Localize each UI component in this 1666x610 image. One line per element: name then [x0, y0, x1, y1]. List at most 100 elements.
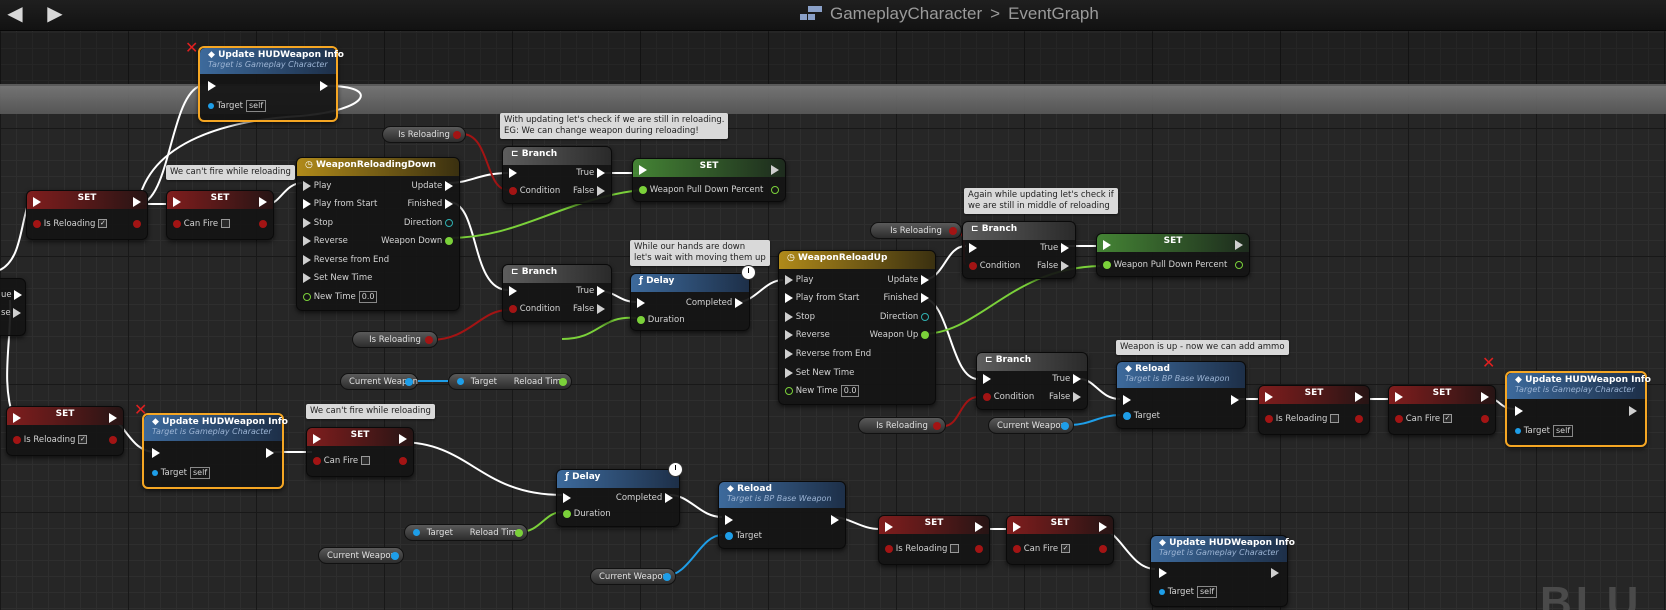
new-time-value[interactable]: 0.0 — [840, 385, 860, 397]
reload-node-2[interactable]: ◆ Reload Target is BP Base Weapon Target — [718, 481, 846, 549]
get-current-weapon-3[interactable]: Current Weapon — [318, 547, 404, 564]
exec-in[interactable] — [563, 491, 571, 505]
timeline-weapon-reload-up[interactable]: ◷ WeaponReloadUp Play Play from Start St… — [778, 250, 936, 405]
set-weapon-pull-down-1[interactable]: SET Weapon Pull Down Percent — [632, 158, 786, 202]
set-new-time-pin[interactable]: Set New Time — [785, 366, 854, 380]
reverse-from-end-pin[interactable]: Reverse from End — [785, 347, 871, 361]
exec-out[interactable] — [399, 432, 407, 446]
branch-node-1[interactable]: ⊏ Branch Condition True False — [502, 146, 612, 204]
exec-in[interactable] — [173, 195, 181, 209]
exec-out[interactable] — [975, 520, 983, 534]
set-can-fire-node-4[interactable]: SET Can Fire✓ — [1006, 515, 1114, 565]
back-arrow-icon[interactable]: ◀ — [7, 1, 23, 25]
get-is-reloading-4[interactable]: Is Reloading — [858, 417, 946, 434]
stop-pin[interactable]: Stop — [785, 310, 815, 324]
weapon-pull-down-pin[interactable]: Weapon Pull Down Percent — [1103, 258, 1227, 272]
exec-out[interactable] — [109, 411, 117, 425]
breadcrumb-blueprint[interactable]: GameplayCharacter — [830, 4, 983, 23]
exec-in[interactable] — [152, 446, 160, 460]
false-pin[interactable]: False — [1049, 390, 1081, 404]
exec-in[interactable] — [208, 79, 216, 93]
checkbox[interactable]: ✓ — [78, 435, 88, 444]
exec-in[interactable] — [1123, 393, 1131, 407]
can-fire-pin[interactable]: Can Fire✓ — [1013, 542, 1071, 556]
exec-out[interactable] — [1629, 404, 1637, 418]
exec-out[interactable] — [1235, 238, 1243, 252]
checkbox[interactable]: ✓ — [1443, 414, 1453, 423]
partial-branch-node[interactable]: ue se — [0, 278, 26, 336]
condition-pin[interactable]: Condition — [509, 302, 560, 316]
delay-node-2[interactable]: ƒ Delay Completed Duration — [556, 469, 680, 527]
self-value[interactable]: self — [190, 467, 211, 479]
exec-in[interactable] — [1013, 520, 1021, 534]
reload-node-1[interactable]: ◆ Reload Target is BP Base Weapon Target — [1116, 361, 1246, 429]
checkbox[interactable] — [950, 544, 960, 553]
finished-pin[interactable]: Finished — [883, 291, 929, 305]
set-can-fire-node-1[interactable]: SET Can Fire — [166, 190, 274, 240]
get-current-weapon-4[interactable]: Current Weapon — [590, 568, 676, 585]
set-is-reloading-node-1[interactable]: SET Is Reloading✓ — [26, 190, 148, 240]
weapon-down-pin[interactable]: Weapon Down — [381, 234, 453, 248]
exec-out[interactable] — [133, 195, 141, 209]
true-pin[interactable]: True — [1052, 372, 1081, 386]
can-fire-pin[interactable]: Can Fire — [173, 217, 231, 231]
false-pin[interactable]: False — [573, 184, 605, 198]
is-reloading-pin[interactable]: Is Reloading — [885, 542, 960, 556]
exec-in[interactable] — [725, 513, 733, 527]
comment-cant-fire-1[interactable]: We can't fire while reloading — [166, 165, 295, 180]
finished-pin[interactable]: Finished — [407, 197, 453, 211]
float-out[interactable] — [771, 183, 779, 197]
play-pin[interactable]: Play — [785, 273, 813, 287]
bool-out[interactable] — [109, 433, 117, 447]
stop-pin[interactable]: Stop — [303, 216, 333, 230]
exec-in[interactable] — [1395, 390, 1403, 404]
true-pin[interactable]: True — [576, 284, 605, 298]
play-from-start-pin[interactable]: Play from Start — [785, 291, 859, 305]
checkbox[interactable] — [1330, 414, 1340, 423]
exec-out[interactable] — [1231, 393, 1239, 407]
bool-out[interactable] — [399, 454, 407, 468]
is-reloading-pin[interactable]: Is Reloading✓ — [13, 433, 88, 447]
get-is-reloading-3[interactable]: Is Reloading — [870, 222, 962, 239]
reverse-pin[interactable]: Reverse — [785, 328, 830, 342]
false-pin[interactable]: False — [573, 302, 605, 316]
condition-pin[interactable]: Condition — [969, 259, 1020, 273]
exec-in[interactable] — [33, 195, 41, 209]
branch-node-3[interactable]: ⊏ Branch Condition True False — [962, 221, 1076, 279]
weapon-up-pin[interactable]: Weapon Up — [870, 328, 929, 342]
can-fire-pin[interactable]: Can Fire — [313, 454, 371, 468]
forward-arrow-icon[interactable]: ▶ — [47, 1, 63, 25]
checkbox[interactable] — [361, 456, 371, 465]
comment-weapon-up[interactable]: Weapon is up - now we can add ammo — [1116, 340, 1289, 355]
self-value[interactable]: self — [246, 100, 267, 112]
exec-out[interactable] — [266, 446, 274, 460]
exec-in[interactable] — [983, 372, 991, 386]
set-new-time-pin[interactable]: Set New Time — [303, 271, 372, 285]
bool-out[interactable] — [133, 217, 141, 231]
exec-pin-icon[interactable] — [14, 289, 23, 300]
update-pin[interactable]: Update — [888, 273, 929, 287]
bool-out[interactable] — [975, 542, 983, 556]
exec-out[interactable] — [771, 163, 779, 177]
self-value[interactable]: self — [1553, 425, 1574, 437]
update-hud-node-bottom[interactable]: ◆ Update HUDWeapon Info Target is Gamepl… — [1150, 535, 1295, 607]
direction-pin[interactable]: Direction — [404, 216, 453, 230]
exec-pin-icon[interactable] — [13, 307, 22, 318]
bool-out[interactable] — [259, 217, 267, 231]
branch-node-2[interactable]: ⊏ Branch Condition True False — [502, 264, 612, 322]
set-is-reloading-node-2[interactable]: SET Is Reloading — [1258, 385, 1370, 435]
is-reloading-pin[interactable]: Is Reloading — [1265, 412, 1340, 426]
exec-in[interactable] — [13, 411, 21, 425]
comment-hands-down[interactable]: While our hands are down let's wait with… — [630, 240, 770, 266]
new-time-value[interactable]: 0.0 — [358, 291, 378, 303]
exec-in[interactable] — [1103, 238, 1111, 252]
update-pin[interactable]: Update — [412, 179, 453, 193]
exec-in[interactable] — [509, 166, 517, 180]
target-pin[interactable]: Target — [1123, 409, 1160, 423]
exec-in[interactable] — [637, 296, 645, 310]
